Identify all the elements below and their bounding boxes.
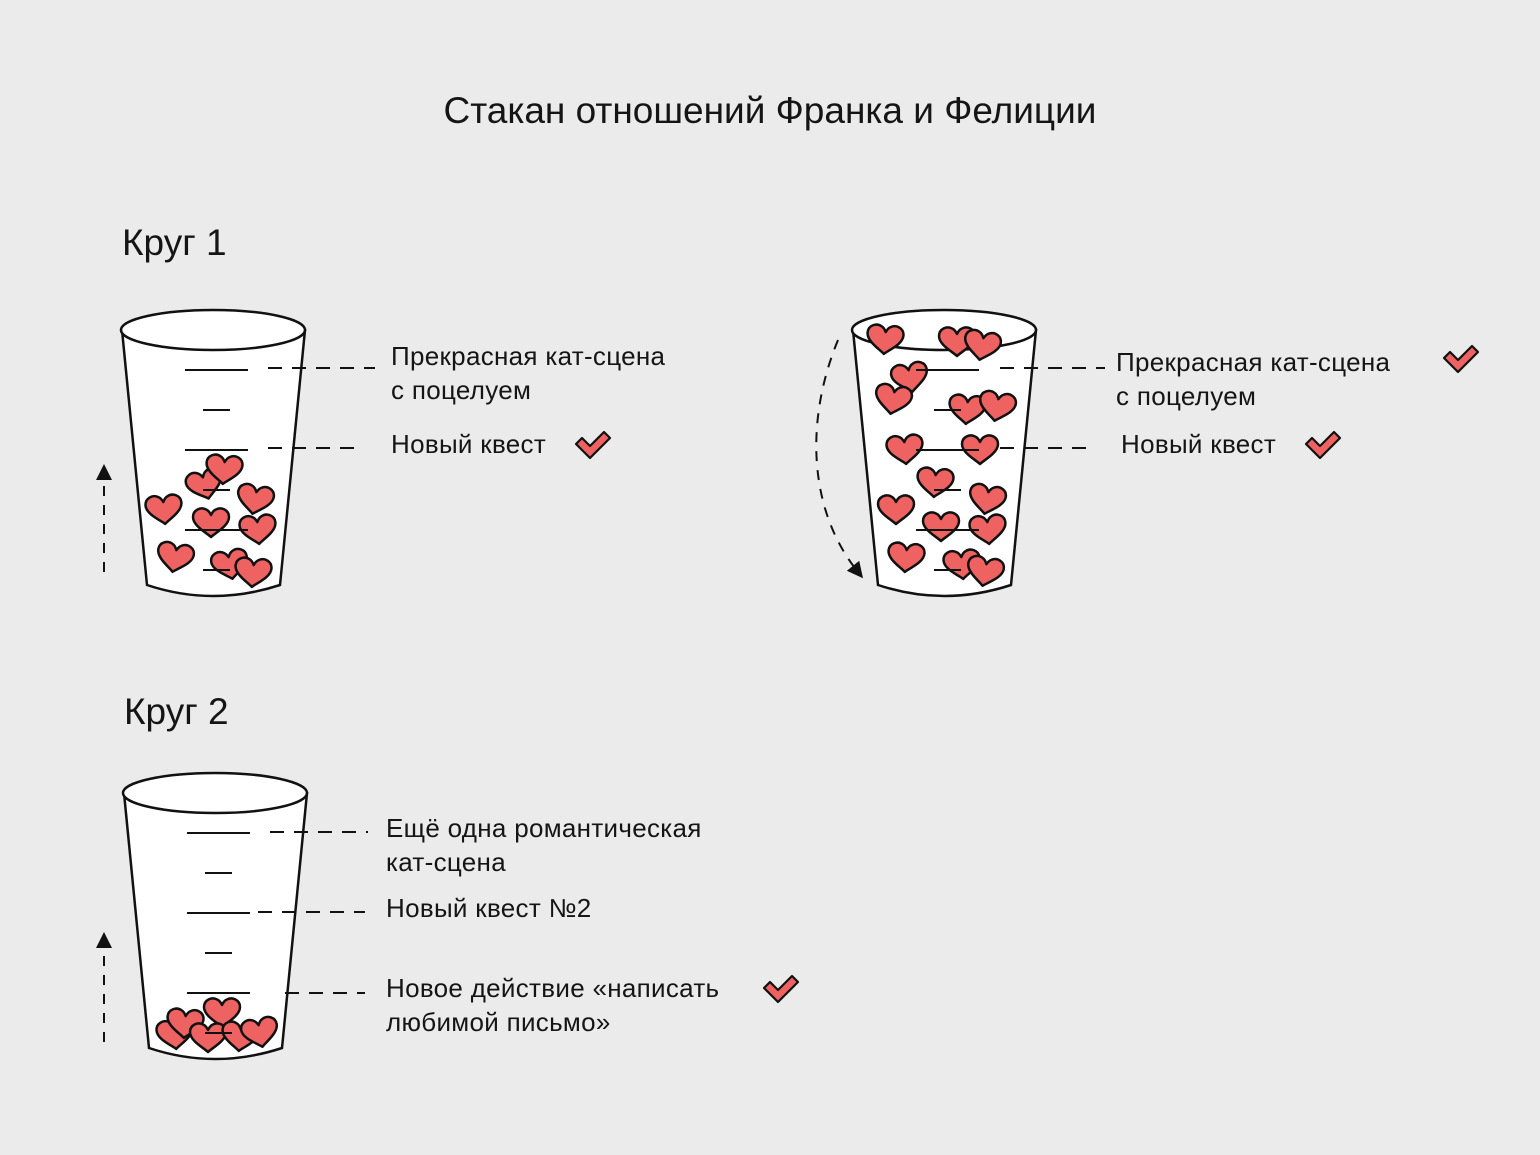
page-title: Стакан отношений Франка и Фелиции xyxy=(443,90,1097,131)
glass3-label-quest2: Новый квест №2 xyxy=(386,893,592,923)
glass-round2-start xyxy=(121,771,309,1061)
arrow-curved-icon xyxy=(815,339,864,579)
round-1-heading: Круг 1 xyxy=(122,222,227,263)
round-2-heading: Круг 2 xyxy=(124,691,229,732)
glass-body xyxy=(122,791,309,1061)
checkmark-icon xyxy=(1442,344,1480,374)
glass-rim xyxy=(121,771,309,815)
checkmark-icon xyxy=(574,430,612,460)
checkmark-icon xyxy=(762,974,800,1004)
glass-round1-start xyxy=(119,308,307,598)
glass-round1-full xyxy=(850,308,1038,598)
checkmark-icon xyxy=(1304,430,1342,460)
glass2-label-quest: Новый квест xyxy=(1121,429,1277,459)
glass-rim xyxy=(119,308,307,352)
glass1-label-quest: Новый квест xyxy=(391,429,547,459)
